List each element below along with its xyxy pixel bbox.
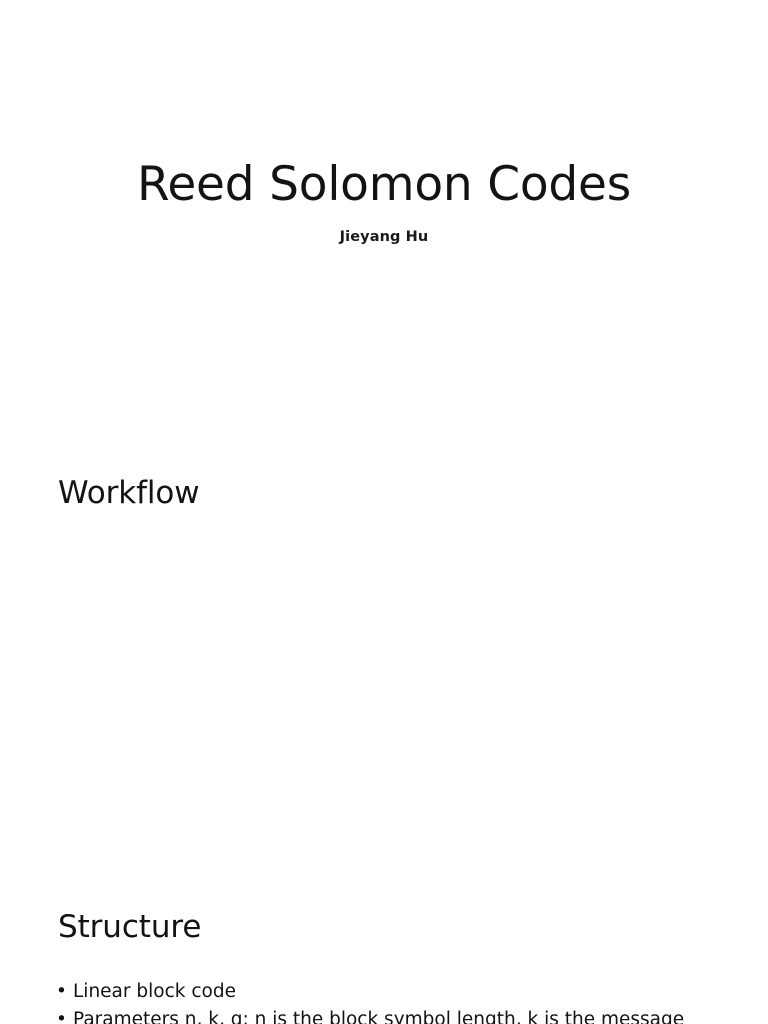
section-heading-workflow: Workflow	[58, 475, 200, 511]
list-item-label: Parameters n, k, q: n is the block symbo…	[73, 1009, 685, 1024]
section-heading-structure: Structure	[58, 909, 202, 945]
page-title: Reed Solomon Codes	[136, 157, 632, 212]
bullet-marker-icon: •	[56, 1009, 67, 1024]
list-item: • Linear block code	[55, 978, 735, 1006]
workflow-diagram: Noise/distortion data Reed Solomon Encod…	[0, 560, 768, 695]
author-subtitle: Jieyang Hu	[339, 228, 429, 245]
structure-bullet-list: • Linear block code • Parameters n, k, q…	[55, 978, 735, 1024]
title-slide-block: Reed Solomon Codes Jieyang Hu	[0, 160, 768, 245]
bullet-marker-icon: •	[56, 981, 67, 1002]
list-item: • Parameters n, k, q: n is the block sym…	[55, 1006, 735, 1024]
list-item-label: Linear block code	[73, 981, 236, 1002]
